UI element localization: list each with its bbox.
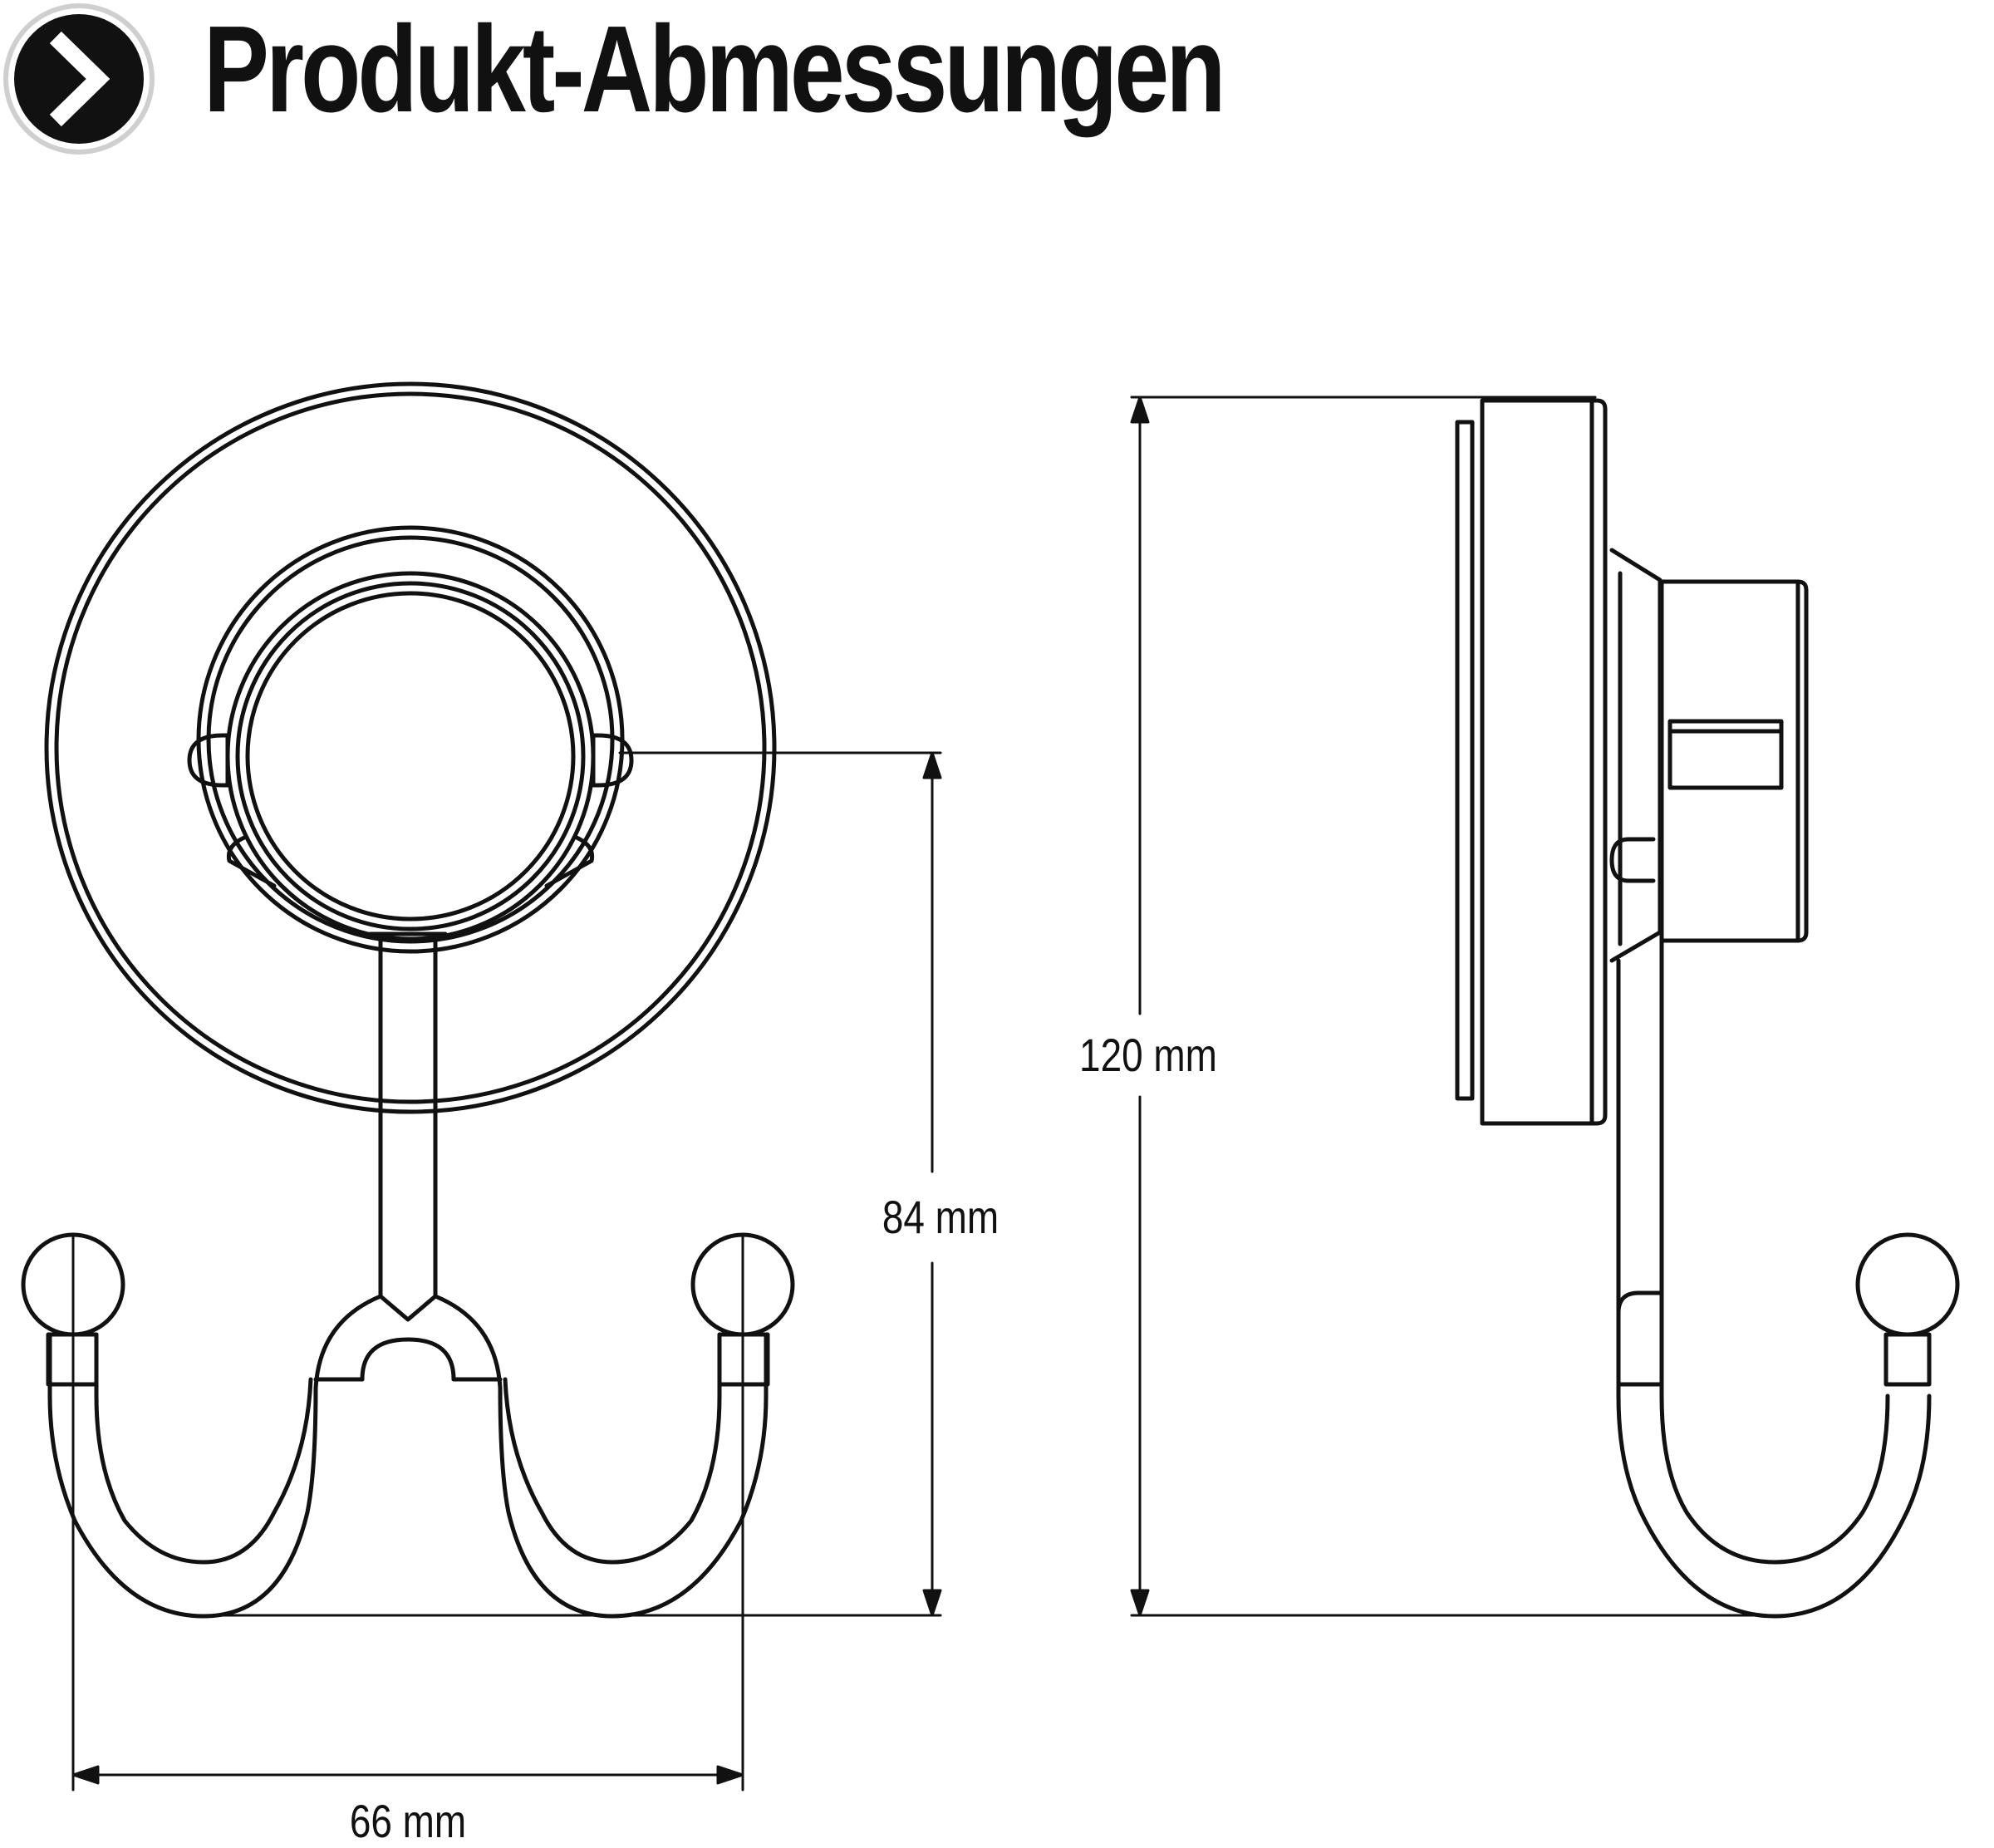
knob-lugs bbox=[187, 733, 634, 888]
header: Produkt-Abmessungen bbox=[0, 0, 1994, 166]
side-hook bbox=[1616, 938, 1960, 1619]
width-dimension-label: 66 mm bbox=[344, 1795, 472, 1848]
side-suction-plate bbox=[1455, 398, 1608, 1126]
hook-stem bbox=[368, 931, 448, 1299]
depth-dimension-label: 84 mm bbox=[877, 1191, 1004, 1244]
dimension-lines bbox=[71, 396, 1796, 1791]
height-dimension-label: 120 mm bbox=[1073, 1029, 1223, 1082]
front-view bbox=[21, 381, 795, 1619]
suction-knob bbox=[196, 525, 625, 954]
suction-plate bbox=[44, 381, 777, 1114]
side-view bbox=[1455, 398, 1960, 1619]
side-knob bbox=[1609, 548, 1809, 963]
double-hook bbox=[21, 1232, 795, 1619]
page-title: Produkt-Abmessungen bbox=[204, 1, 1226, 138]
chevron-right-circle-icon bbox=[3, 3, 155, 155]
